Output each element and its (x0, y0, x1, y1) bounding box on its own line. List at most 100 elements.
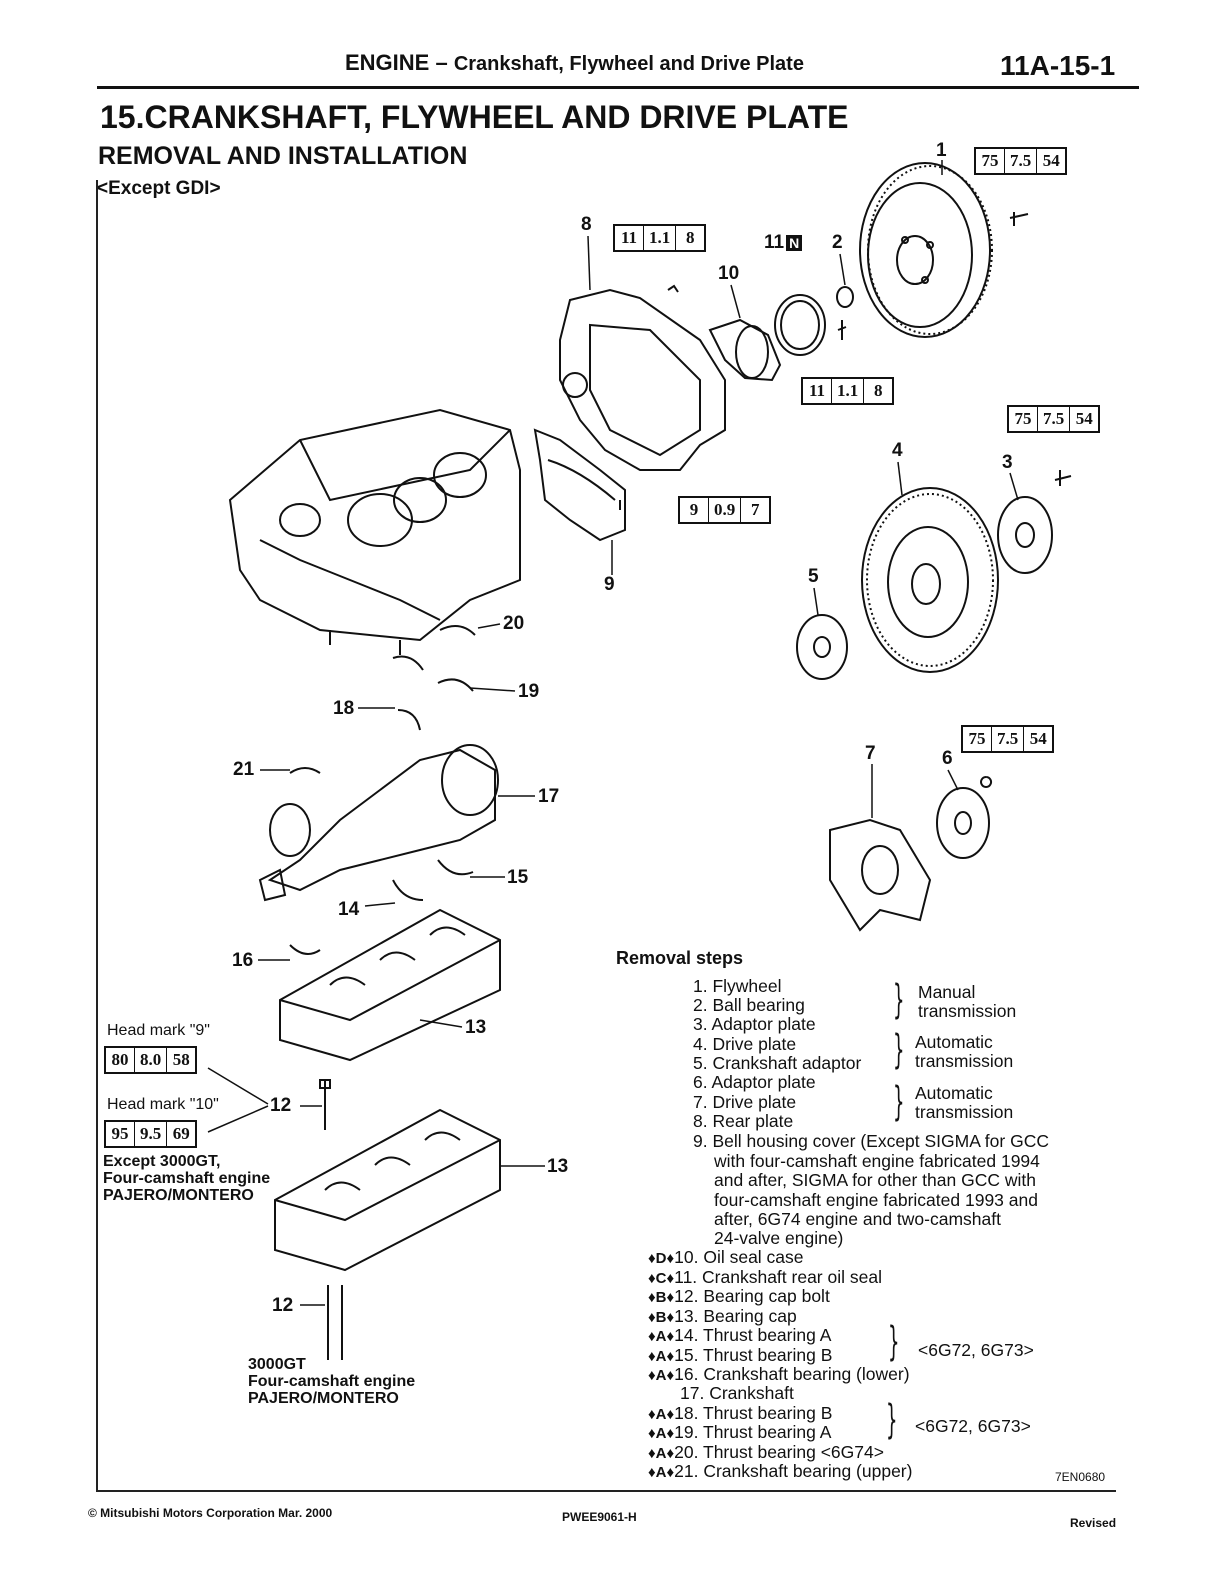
torque-kgfm: 7.5 (1038, 407, 1071, 431)
group-label-automatic-1: Automatic transmission (915, 1032, 1014, 1071)
torque-ftlbf: 58 (172, 1050, 190, 1069)
callout-1: 1 (936, 140, 947, 161)
footer-doc-code: PWEE9061-H (562, 1510, 637, 1524)
torque-kgfm: 7.5 (992, 727, 1025, 751)
group-brace: } (893, 1027, 905, 1073)
leader-lines (207, 160, 1019, 1306)
torque-spec-drive-plate-7: 75 7.5 54 (961, 725, 1055, 753)
torque-nm: 80 (106, 1048, 135, 1072)
header-rule (97, 86, 1139, 89)
header-chapter: ENGINE (345, 50, 430, 75)
adaptor-plate-3-illustration (997, 496, 1053, 574)
callout-8: 8 (581, 214, 592, 235)
drive-plate-bolt (1054, 470, 1072, 486)
header-subtitle: Crankshaft, Flywheel and Drive Plate (453, 53, 804, 75)
service-point-mark: ♦A♦ (648, 1425, 675, 1442)
removal-step: 17. Crankshaft (680, 1383, 794, 1403)
group-label-6g72-1: <6G72, 6G73> (918, 1340, 1034, 1360)
removal-step: 8. Rear plate (693, 1111, 794, 1131)
footer-status: Revised (1070, 1516, 1117, 1530)
callout-16: 16 (232, 950, 254, 971)
crankshaft-illustration (258, 744, 499, 902)
callout-12-upper: 12 (270, 1095, 292, 1116)
variant-label: <Except GDI> (97, 178, 221, 199)
removal-step: 2. Ball bearing (693, 995, 805, 1015)
torque-spec-flywheel: 75 7.5 54 (974, 147, 1068, 175)
removal-step-continued: four-camshaft engine fabricated 1993 and (714, 1190, 1038, 1210)
section-title: 15.CRANKSHAFT, FLYWHEEL AND DRIVE PLATE (100, 99, 849, 135)
torque-ftlbf: 54 (1042, 151, 1060, 170)
ball-bearing-illustration (836, 286, 854, 308)
thrust-bearing-19-illustration (437, 678, 474, 692)
page-number: 11A-15-1 (1000, 50, 1116, 81)
torque-ftlbf: 54 (1075, 409, 1093, 428)
service-point-mark: ♦B♦ (648, 1309, 675, 1326)
frame-bottom-rule (96, 1490, 1116, 1492)
torque-nm: 75 (976, 149, 1005, 173)
crankshaft-bearing-lower-illustration (289, 944, 321, 955)
removal-step: 1. Flywheel (693, 976, 782, 996)
service-point-mark: ♦A♦ (648, 1445, 675, 1462)
torque-spec-rear-plate: 11 1.1 8 (613, 224, 707, 252)
callout-4: 4 (892, 440, 903, 461)
thrust-bearing-15-illustration (437, 859, 474, 876)
removal-step: ♦A♦14. Thrust bearing A (648, 1325, 832, 1346)
removal-step-continued: with four-camshaft engine fabricated 199… (714, 1151, 1040, 1171)
group-brace: } (886, 1397, 898, 1443)
service-point-mark: ♦D♦ (648, 1250, 675, 1267)
callout-13-upper: 13 (465, 1017, 487, 1038)
torque-ftlbf: 69 (172, 1124, 190, 1143)
oil-seal-case-illustration (708, 318, 782, 382)
callout-17: 17 (538, 786, 560, 807)
callout-15: 15 (507, 867, 529, 888)
callout-20: 20 (503, 613, 525, 634)
torque-nm: 75 (1009, 407, 1038, 431)
service-point-mark: ♦A♦ (648, 1328, 675, 1345)
thrust-bearing-14-illustration (392, 879, 424, 901)
flywheel-bolt (1009, 212, 1029, 226)
torque-spec-oil-seal-case: 11 1.1 8 (801, 377, 895, 405)
thrust-bearing-upper-illustration (392, 655, 424, 671)
torque-nm: 9 (680, 498, 709, 522)
thrust-bearing-20-illustration (439, 625, 476, 636)
torque-ftlbf: 7 (751, 500, 760, 519)
callout-13-lower: 13 (547, 1156, 569, 1177)
callout-5: 5 (808, 566, 819, 587)
removal-step: ♦A♦20. Thrust bearing <6G74> (648, 1442, 884, 1463)
drive-plate-illustration (861, 487, 999, 673)
removal-step: ♦C♦11. Crankshaft rear oil seal (648, 1267, 882, 1288)
service-point-mark: ♦C♦ (648, 1270, 675, 1287)
group-brace: } (893, 977, 905, 1023)
removal-step: ♦A♦19. Thrust bearing A (648, 1422, 832, 1443)
torque-nm: 75 (963, 727, 992, 751)
removal-step: 9. Bell housing cover (Except SIGMA for … (693, 1131, 1049, 1151)
removal-step: 7. Drive plate (693, 1092, 797, 1112)
subsection-title: REMOVAL AND INSTALLATION (98, 142, 468, 170)
torque-spec-head-mark-9: 80 8.0 58 (104, 1046, 198, 1074)
torque-kgfm: 1.1 (644, 226, 677, 250)
adaptor-plate-6-illustration (936, 787, 990, 859)
torque-spec-head-mark-10: 95 9.5 69 (104, 1120, 198, 1148)
removal-step: ♦D♦10. Oil seal case (648, 1247, 804, 1268)
torque-ftlbf: 54 (1029, 729, 1047, 748)
applicability-except-3000gt: Except 3000GT, Four-camshaft engine PAJE… (103, 1153, 271, 1204)
removal-step: 4. Drive plate (693, 1034, 797, 1054)
header-title: ENGINE – Crankshaft, Flywheel and Drive … (345, 50, 804, 76)
torque-kgfm: 9.5 (135, 1122, 168, 1146)
bearing-cap-upper-illustration (279, 908, 501, 1062)
crankshaft-bearing-upper-illustration (289, 767, 321, 774)
torque-kgfm: 1.1 (832, 379, 865, 403)
callout-19: 19 (518, 681, 540, 702)
applicability-3000gt: 3000GT Four-camshaft engine PAJERO/MONTE… (248, 1356, 416, 1407)
callout-18: 18 (333, 698, 355, 719)
removal-step: ♦A♦18. Thrust bearing B (648, 1403, 833, 1424)
group-brace: } (893, 1079, 905, 1125)
service-point-mark: ♦A♦ (648, 1464, 675, 1481)
header-dash: – (429, 50, 454, 75)
service-point-mark: ♦A♦ (648, 1367, 675, 1384)
flywheel-illustration (859, 162, 993, 338)
service-point-mark: ♦A♦ (648, 1348, 675, 1365)
service-point-mark: ♦B♦ (648, 1289, 675, 1306)
removal-step: 6. Adaptor plate (693, 1072, 816, 1092)
